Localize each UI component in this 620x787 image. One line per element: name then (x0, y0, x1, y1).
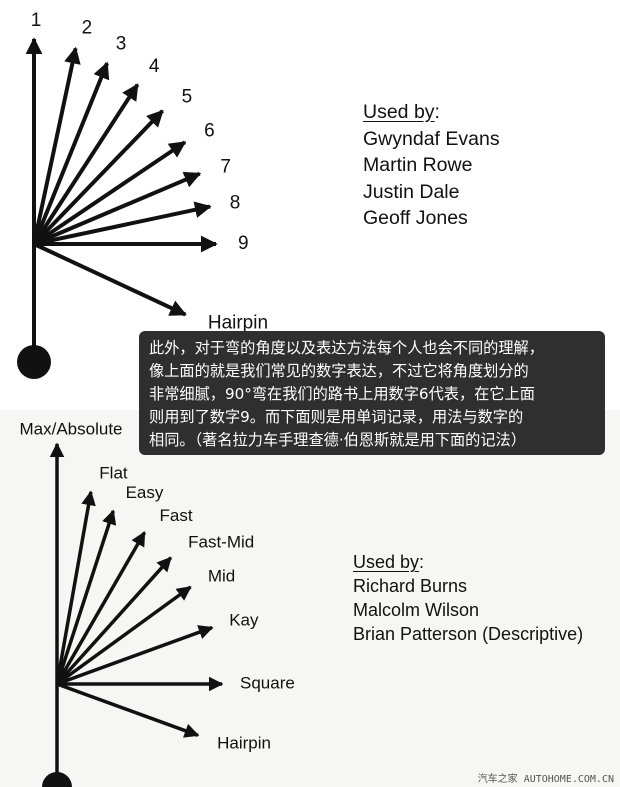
watermark-url: AUTOHOME.COM.CN (523, 774, 614, 785)
top-fan-arrow (32, 83, 140, 246)
explanation-caption-box: 此外，对于弯的角度以及表达方法每个人也会不同的理解， 像上面的就是我们常见的数字… (139, 331, 605, 455)
bottom-fan-arrow-label: Hairpin (217, 734, 271, 753)
bottom-fan-arrow-label: Kay (229, 610, 259, 629)
top-fan-arrow-label: 4 (149, 56, 160, 77)
top-fan-arrow (32, 140, 187, 246)
used-by-name: Brian Patterson (Descriptive) (353, 624, 584, 644)
bottom-used-by-list: Used by: Richard Burns Malcolm Wilson Br… (353, 553, 583, 649)
used-by-colon: : (419, 552, 425, 572)
caption-line: 则用到了数字9。而下面则是用单词记录，用法与数字的 (149, 408, 524, 426)
used-by-heading: Used by (363, 101, 435, 123)
top-fan-arrow-label: 5 (182, 86, 193, 107)
bottom-word-fan: Max/AbsoluteFlatEasyFastFast-MidMidKaySq… (20, 419, 295, 787)
bottom-fan-arrow-label: Fast-Mid (188, 533, 254, 552)
bottom-fan-pivot-ball (42, 772, 72, 787)
used-by-name: Gwyndaf Evans (363, 127, 500, 150)
caption-line: 非常细腻，90°弯在我们的路书上用数字6代表，在它上面 (149, 385, 535, 403)
used-by-colon: : (434, 101, 440, 123)
top-fan-arrow-label: 2 (82, 18, 93, 39)
top-fan-arrow (33, 171, 202, 246)
top-fan-arrow (33, 242, 187, 317)
top-fan-arrow (32, 61, 110, 245)
watermark-text: 汽车之家 (477, 774, 518, 785)
top-fan-arrow (33, 201, 212, 246)
used-by-name: Martin Rowe (363, 154, 473, 176)
top-fan-arrow-label: 3 (116, 33, 127, 54)
used-by-name: Justin Dale (363, 180, 460, 203)
top-fan-arrow-label: 6 (204, 120, 215, 141)
top-fan-arrow-label: 7 (220, 156, 231, 177)
site-watermark: 汽车之家 AUTOHOME.COM.CN (478, 770, 614, 785)
used-by-name: Malcolm Wilson (353, 600, 480, 620)
top-fan-arrow (32, 46, 81, 245)
used-by-heading: Used by (353, 552, 420, 572)
bottom-fan-arrow (55, 531, 147, 685)
bottom-fan-arrow-label: Max/Absolute (20, 419, 123, 438)
caption-line: 相同。（著名拉力车手理查德·伯恩斯就是用下面的记法） (149, 431, 526, 449)
used-by-name: Richard Burns (353, 576, 468, 596)
bottom-fan-arrow (56, 625, 214, 686)
bottom-fan-arrow (56, 682, 200, 738)
bottom-fan-arrow-label: Square (240, 673, 295, 692)
bottom-fan-arrow (55, 490, 96, 685)
bottom-fan-arrow-label: Easy (126, 483, 164, 502)
used-by-name: Geoff Jones (363, 207, 468, 229)
bottom-fan-arrow (55, 556, 173, 686)
bottom-fan-arrow-label: Mid (208, 566, 235, 585)
top-fan-arrow-label: Hairpin (208, 312, 268, 333)
bottom-fan-arrow (55, 509, 117, 685)
top-fan-arrow-label: 9 (238, 233, 249, 254)
top-fan-arrow-label: 8 (230, 192, 241, 213)
top-fan-arrow (32, 109, 164, 246)
bottom-fan-arrow-label: Flat (99, 464, 128, 483)
caption-line: 像上面的就是我们常见的数字表达，不过它将角度划分的 (149, 362, 529, 380)
top-fan-arrow-label: 1 (31, 10, 42, 31)
top-used-by-list: Used by: Gwyndaf Evans Martin Rowe Justi… (363, 101, 500, 236)
bottom-pacenote-diagram-panel (0, 410, 620, 787)
bottom-fan-arrow-label: Fast (160, 506, 193, 525)
bottom-fan-arrow (55, 585, 192, 686)
caption-line: 此外，对于弯的角度以及表达方法每个人也会不同的理解， (149, 339, 544, 357)
top-fan-pivot-ball (17, 345, 51, 379)
